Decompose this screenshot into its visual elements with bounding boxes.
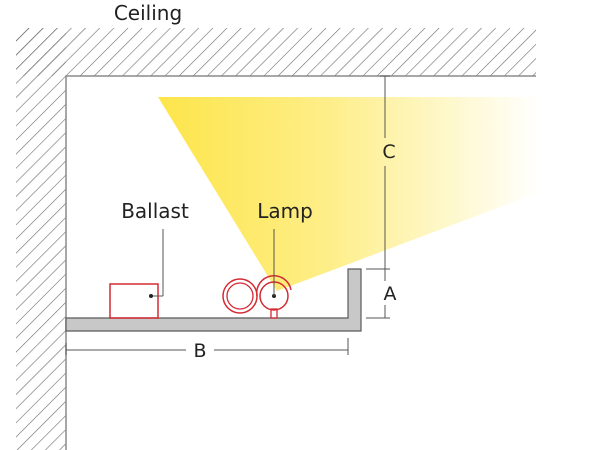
dimension-a (366, 269, 390, 319)
ballast-dot (149, 294, 153, 298)
lamp-tube-left-inner (226, 282, 254, 310)
lamp-tube-left-outer (222, 278, 258, 314)
dimension-b (65, 338, 349, 355)
lamp-label: Lamp (257, 199, 313, 223)
ballast-box (109, 283, 159, 319)
lamp-reflector (255, 274, 292, 297)
dim-c-label: C (382, 141, 395, 163)
ceiling-wall-structure (16, 28, 536, 450)
ceiling-label: Ceiling (114, 1, 182, 25)
lamp-fixture (222, 229, 292, 319)
dimension-c (366, 75, 390, 270)
ballast-label: Ballast (121, 199, 189, 223)
ceiling-hatch (16, 28, 536, 76)
light-beam (158, 97, 540, 291)
dim-a-label: A (384, 283, 397, 305)
dim-b-label: B (193, 340, 206, 362)
wall-hatch (16, 28, 66, 450)
cove-shelf (65, 268, 362, 332)
lamp-mount (270, 308, 278, 319)
